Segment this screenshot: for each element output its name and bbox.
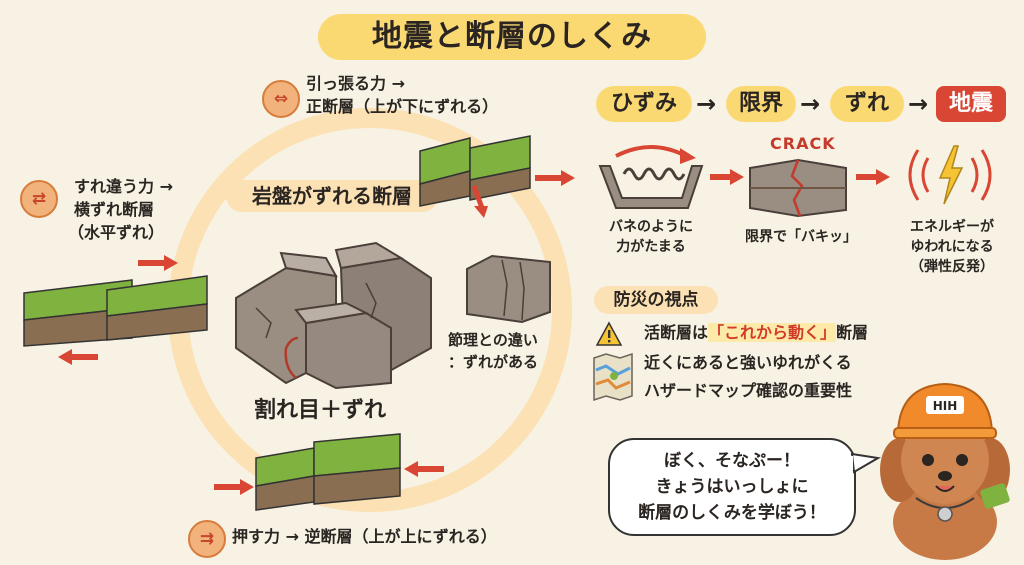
flow-caption-3-line1: エネルギーが — [910, 219, 994, 235]
speech-tail — [849, 452, 881, 474]
arrow-left-in — [404, 461, 444, 477]
mascot-dog: HIH — [880, 382, 1010, 560]
flow-arrow-2: → — [800, 90, 821, 118]
reverse-fault-line1: 押す力 → 逆断層（上が上にずれる） — [232, 527, 497, 546]
arrow-left-bottom — [58, 349, 98, 365]
speech-line-1: ぼく、そなぷー！ — [664, 451, 800, 471]
arrow-right-in — [214, 479, 254, 495]
normal-fault-line2: 正断層（上が下にずれる） — [306, 97, 499, 116]
normal-fault-block — [419, 135, 531, 207]
flow-step-strain: ひずみ — [596, 86, 692, 122]
strike-slip-line3: （水平ずれ） — [68, 223, 165, 242]
flow-caption-1-line2: 力がたまる — [616, 239, 686, 255]
bousai-title: 防災の視点 — [594, 286, 718, 314]
reverse-fault-block — [255, 433, 401, 511]
arrow-down-right — [471, 185, 488, 218]
flow-caption-3-line2: ゆわれになる — [910, 239, 994, 255]
flow-step-slip: ずれ — [830, 86, 904, 122]
center-title: 岩盤がずれる断層 — [226, 180, 438, 212]
map-icon — [593, 352, 633, 402]
flow-caption-1-line1: バネのように — [609, 219, 693, 235]
arrow-right-top — [138, 255, 178, 271]
page-title: 地震と断層のしくみ — [318, 14, 706, 60]
flow-step-earthquake: 地震 — [936, 86, 1006, 122]
pull-apart-icon: ⇔ — [262, 80, 300, 118]
joint-line2: ：ずれがある — [448, 353, 539, 371]
speech-bubble: ぼく、そなぷー！ きょうはいっしょに 断層のしくみを学ぼう！ — [608, 438, 856, 536]
center-caption: 割れ目＋ずれ — [254, 398, 387, 423]
flow-step-limit: 限界 — [726, 86, 796, 122]
bousai-item-1: 活断層は「これから動く」断層 — [644, 322, 868, 344]
warning-icon — [595, 321, 623, 346]
flow-caption-2: 限界で「バキッ」 — [745, 229, 857, 245]
rock-block-illustration — [235, 241, 432, 390]
push-icon: ⇉ — [188, 520, 226, 558]
bousai-item-3: ハザードマップ確認の重要性 — [644, 381, 853, 400]
arrow-flow-1 — [710, 169, 744, 185]
bousai-item-1-after: 断層 — [836, 323, 869, 342]
normal-fault-line1: 引っ張る力 → — [306, 74, 405, 93]
strike-slip-block — [23, 275, 208, 347]
joint-rock — [466, 254, 551, 324]
helmet-text: HIH — [933, 399, 958, 413]
flow-arrow-3: → — [908, 90, 929, 118]
bousai-item-2: 近くにあると強いゆれがくる — [644, 353, 852, 372]
slide-icon: ⇄ — [20, 180, 58, 218]
bousai-item-1-before: 活断層は — [644, 323, 709, 342]
bousai-item-1-highlight: 「これから動く」 — [708, 323, 837, 342]
flow-caption-3-line3: （弾性反発） — [910, 259, 994, 275]
arrow-flow-2 — [856, 169, 890, 185]
spring-icon — [598, 145, 704, 209]
joint-line1: 節理との違い — [448, 331, 538, 349]
arrow-to-flow — [535, 170, 575, 186]
strike-slip-line2: 横ずれ断層 — [74, 200, 155, 219]
speech-line-3: 断層のしくみを学ぼう！ — [638, 503, 826, 523]
speech-line-2: きょうはいっしょに — [655, 477, 809, 497]
flow-arrow-1: → — [696, 90, 717, 118]
crack-label: CRACK — [770, 134, 836, 153]
lightning-icon — [908, 145, 992, 205]
strike-slip-line1: すれ違う力 → — [74, 177, 173, 196]
cracked-rock — [749, 158, 847, 218]
